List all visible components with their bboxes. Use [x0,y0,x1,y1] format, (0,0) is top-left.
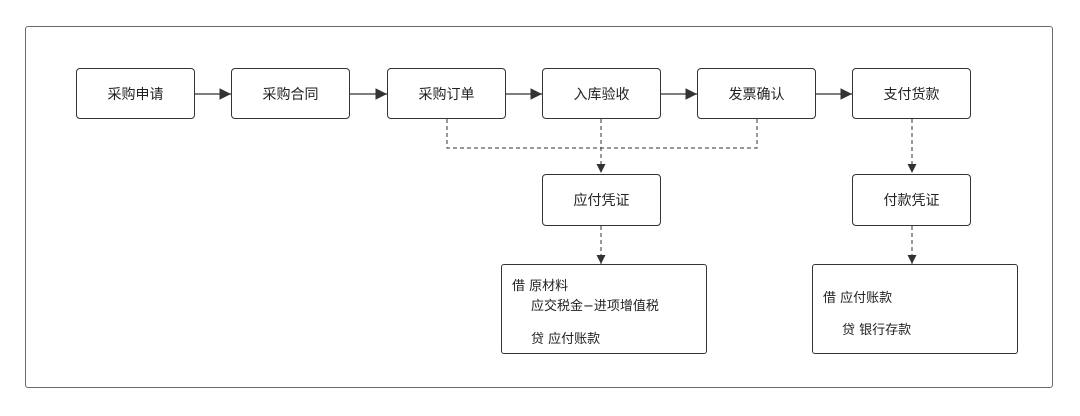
payment-voucher: 付款凭证 [852,174,971,226]
payable-voucher: 应付凭证 [542,174,661,226]
voucher-label: 应付凭证 [573,193,630,209]
diagram-frame [25,26,1053,388]
payable-journal-entry: 借 原材料 应交税金−进项增值税 贷 应付账款 [501,264,707,354]
debit-line: 借 原材料 [512,279,569,294]
step-label: 支付货款 [883,86,940,103]
step-label: 采购订单 [418,86,475,103]
step-purchase-contract: 采购合同 [231,68,350,119]
step-label: 采购合同 [262,86,319,103]
step-label: 入库验收 [573,86,630,103]
credit-line: 贷 应付账款 [531,332,601,347]
step-invoice-confirmation: 发票确认 [697,68,816,119]
step-receiving-inspection: 入库验收 [542,68,661,119]
step-purchase-request: 采购申请 [76,68,195,119]
debit-line: 应交税金−进项增值税 [531,299,659,314]
credit-line: 贷 银行存款 [842,323,912,338]
voucher-label: 付款凭证 [883,193,940,209]
step-label: 采购申请 [107,86,164,103]
payment-journal-entry: 借 应付账款 贷 银行存款 [812,264,1018,354]
step-purchase-order: 采购订单 [387,68,506,119]
dashed-merge-bracket [446,119,758,149]
step-label: 发票确认 [728,86,785,103]
step-payment: 支付货款 [852,68,971,119]
debit-line: 借 应付账款 [823,291,893,306]
